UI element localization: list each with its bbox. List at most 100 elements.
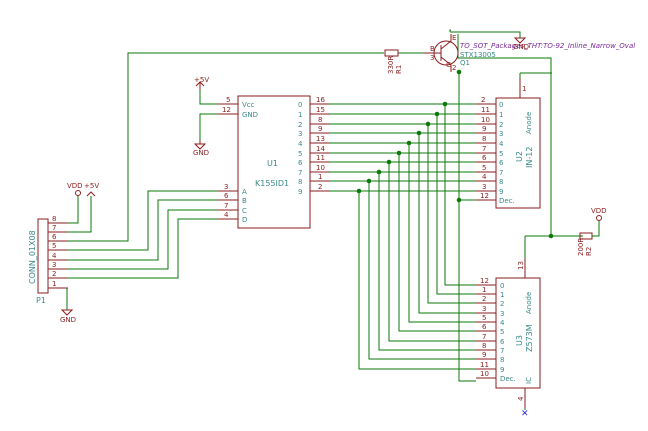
u2-anode-pin: 1 [522,85,526,93]
u1-pin-num: 14 [316,145,325,153]
u1-pin-name: 3 [298,130,302,138]
r1-ref: R1 [395,65,403,74]
u2-pin-name: 4 [499,140,504,148]
u2-pin-name: 0 [499,101,503,109]
u3-pin-num: 3 [482,305,486,313]
u3-pin-num: 12 [480,277,489,285]
u1-pin-num: 7 [224,202,228,210]
u1-pin-num: 10 [316,164,325,172]
u1-pin-num: 11 [316,154,325,162]
u1-pin-num: 5 [226,96,230,104]
u3-pin-num: 5 [482,314,486,322]
gnd-label: GND [513,43,529,51]
q1-footprint: TO_SOT_Packages_THT:TO-92_Inline_Narrow_… [460,42,635,50]
q1-pin-3: 3 [430,54,434,62]
u2-anode-label: Anode [525,112,533,134]
u3-pin-name: 6 [500,338,505,346]
u1-pin-name: 2 [298,121,302,129]
u2-value: IN-12 [525,147,534,168]
p1-pin-num: 8 [52,215,56,223]
u1-right-pins: 16 15 8 9 13 14 11 10 1 2 0 1 2 3 4 5 6 … [298,96,325,196]
u1-pin-num: 1 [318,173,322,181]
u2-ref: U2 [515,151,524,162]
u3-pin-num: 7 [482,333,486,341]
u1-pin-name: 7 [298,169,302,177]
u1-pin-name: 5 [298,150,302,158]
u2-pin-name: 8 [499,178,503,186]
u1-pin-num: 12 [222,106,231,114]
u2-pin-name: 6 [499,159,504,167]
u1-chip[interactable]: 5 12 3 6 7 4 Vcc GND A B C D 16 15 8 9 1… [218,95,330,229]
u2-pin-name: Dec. [499,197,515,205]
u3-pin-name: Dec. [500,375,516,383]
wires [66,29,583,410]
u3-value: Z573M [525,324,534,352]
u1-pin-name: Vcc [242,101,255,109]
p1-pin-num: 5 [52,242,56,250]
u1-pin-name: B [242,197,247,205]
r2-value: 200R [577,238,585,256]
q1-pin-2: 2 [452,64,456,72]
u2-pin-name: 5 [499,150,503,158]
u1-pin-name: 8 [298,178,302,186]
u1-pin-name: 0 [298,101,302,109]
u3-ref: U3 [515,335,524,346]
u1-pin-name: D [242,216,247,224]
u3-pin-num: 8 [482,342,486,350]
vdd-label: VDD [67,182,83,190]
u1-pin-num: 8 [318,116,322,124]
u1-pin-name: 1 [298,111,302,119]
vdd-label: VDD [591,207,607,215]
q1-pin-e: E [452,34,456,42]
u3-pin-name: 7 [500,347,504,355]
gnd-symbol-p1: GND [60,309,76,324]
q1-ref: Q1 [460,59,470,67]
u3-pin-num: 11 [480,361,489,369]
u1-pin-name: 4 [298,140,303,148]
gnd-label: GND [193,149,209,157]
u3-tube[interactable]: 13 4 Anode IC U3 Z573M ✕ 12 1 2 3 5 6 7 … [476,258,541,419]
u2-pin-num: 6 [482,154,487,162]
r2-ref: R2 [585,247,593,256]
p1-pin-num: 4 [52,252,57,260]
u2-pin-name: 1 [499,111,503,119]
r1-resistor[interactable]: 330R R1 [384,49,403,74]
u1-pin-name: 9 [298,188,302,196]
p1-value: CONN_01X08 [28,230,37,284]
u1-value: K155ID1 [255,179,289,188]
r1-value: 330R [387,56,395,74]
vdd-symbol-p1: VDD [67,182,83,196]
u1-pin-name: A [242,188,247,196]
q1-transistor[interactable]: B 3 E 2 C STX13005 Q1 TO_SOT_Packages_TH… [423,34,635,72]
r2-resistor[interactable]: 200R R2 [577,221,600,256]
plus5v-label: +5V [194,76,209,84]
u1-ref: U1 [267,159,278,168]
p1-connector[interactable]: 8 7 6 5 4 3 2 1 CONN_01X08 P1 [28,215,68,305]
u2-tube[interactable]: 1 Anode U2 IN-12 2 11 10 9 8 7 6 5 4 3 1… [476,78,541,209]
u1-pin-num: 6 [224,192,229,200]
u3-pin-name: 5 [500,328,504,336]
u3-pin-name: 2 [500,300,504,308]
u3-pin-num: 6 [482,323,487,331]
u2-pin-num: 5 [482,164,486,172]
p1-pin-num: 3 [52,261,56,269]
u1-pin-num: 13 [316,135,325,143]
u1-pin-num: 4 [224,211,229,219]
q1-pin-b: B [430,45,435,53]
u3-pin-name: 4 [500,319,505,327]
gnd-symbol: GND [193,140,209,157]
gnd-symbol-q1: GND [513,37,529,51]
u3-pin-num: 2 [482,295,486,303]
junctions [356,69,554,239]
u1-pin-num: 15 [316,106,325,114]
u3-pin-num: 9 [482,351,486,359]
u2-pin-num: 11 [481,106,490,114]
u2-pin-num: 8 [482,135,486,143]
u3-pin-name: 0 [500,282,504,290]
u1-pin-name: 6 [298,159,303,167]
u1-pin-num: 9 [318,125,322,133]
u1-pin-num: 16 [316,96,325,104]
u2-pin-name: 9 [499,188,503,196]
u3-pin-num: 1 [482,286,486,294]
